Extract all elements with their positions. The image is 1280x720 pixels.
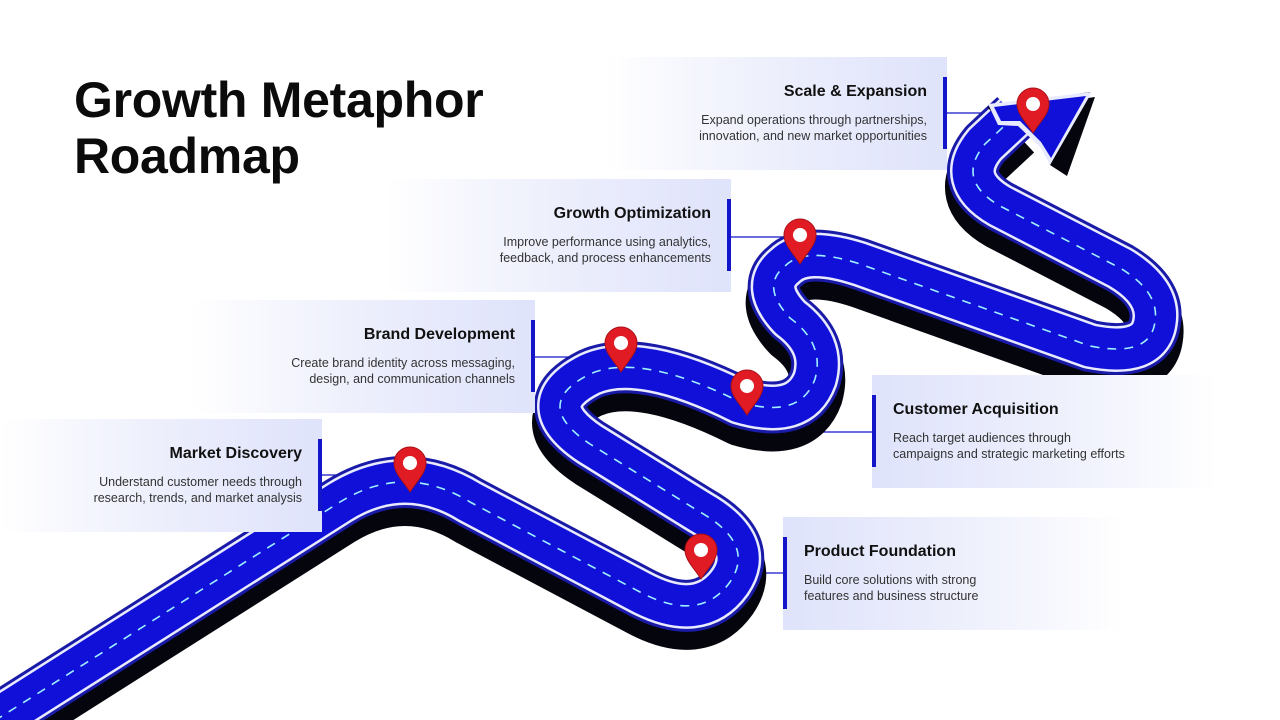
stage-description: Build core solutions with strong features… — [804, 572, 978, 604]
stage-card-customer-acquisition: Customer Acquisition Reach target audien… — [872, 375, 1217, 488]
pin-brand-development — [604, 326, 638, 373]
accent-bar — [783, 537, 787, 609]
pin-market-discovery — [393, 446, 427, 493]
description-line-2: campaigns and strategic marketing effort… — [893, 447, 1125, 461]
stage-card-scale-expansion: Scale & Expansion Expand operations thro… — [604, 57, 947, 170]
accent-bar — [727, 199, 731, 271]
stage-description: Understand customer needs through researc… — [94, 474, 302, 506]
description-line-1: Reach target audiences through — [893, 431, 1071, 445]
description-line-2: features and business structure — [804, 589, 979, 603]
accent-bar — [943, 77, 947, 149]
description-line-1: Expand operations through partnerships, — [701, 113, 927, 127]
description-line-2: design, and communication channels — [309, 372, 515, 386]
stage-description: Expand operations through partnerships, i… — [699, 112, 927, 144]
title-line-1: Growth Metaphor — [74, 72, 484, 128]
pin-product-foundation — [684, 533, 718, 580]
description-line-2: research, trends, and market analysis — [93, 491, 302, 505]
road-arrow-head — [987, 92, 1095, 176]
stage-title: Product Foundation — [804, 543, 956, 560]
description-line-1: Understand customer needs through — [99, 475, 302, 489]
stage-card-growth-optimization: Growth Optimization Improve performance … — [385, 179, 731, 292]
stage-card-product-foundation: Product Foundation Build core solutions … — [783, 517, 1125, 630]
description-line-1: Improve performance using analytics, — [503, 235, 711, 249]
stage-description: Reach target audiences through campaigns … — [893, 430, 1125, 462]
stage-card-market-discovery: Market Discovery Understand customer nee… — [0, 419, 322, 532]
description-line-1: Create brand identity across messaging, — [291, 356, 515, 370]
accent-bar — [318, 439, 322, 511]
accent-bar — [531, 320, 535, 392]
stage-title: Scale & Expansion — [783, 83, 927, 100]
road-surface — [0, 96, 1182, 720]
title-line-2: Roadmap — [74, 128, 300, 184]
stage-title: Customer Acquisition — [893, 401, 1059, 418]
milestone-pins — [393, 87, 1050, 580]
description-line-1: Build core solutions with strong — [804, 573, 977, 587]
stage-description: Improve performance using analytics, feed… — [500, 234, 711, 266]
pin-growth-optimization — [783, 218, 817, 265]
stage-title: Growth Optimization — [553, 205, 711, 222]
page-title: Growth Metaphor Roadmap — [74, 72, 484, 184]
description-line-2: feedback, and process enhancements — [499, 251, 711, 265]
accent-bar — [872, 395, 876, 467]
stage-card-brand-development: Brand Development Create brand identity … — [190, 300, 535, 413]
stage-title: Market Discovery — [169, 445, 302, 462]
description-line-2: innovation, and new market opportunities — [699, 129, 927, 143]
stage-title: Brand Development — [363, 326, 515, 343]
stage-description: Create brand identity across messaging, d… — [291, 355, 515, 387]
pin-customer-acquisition — [730, 369, 764, 416]
pin-scale-expansion — [1016, 87, 1050, 134]
